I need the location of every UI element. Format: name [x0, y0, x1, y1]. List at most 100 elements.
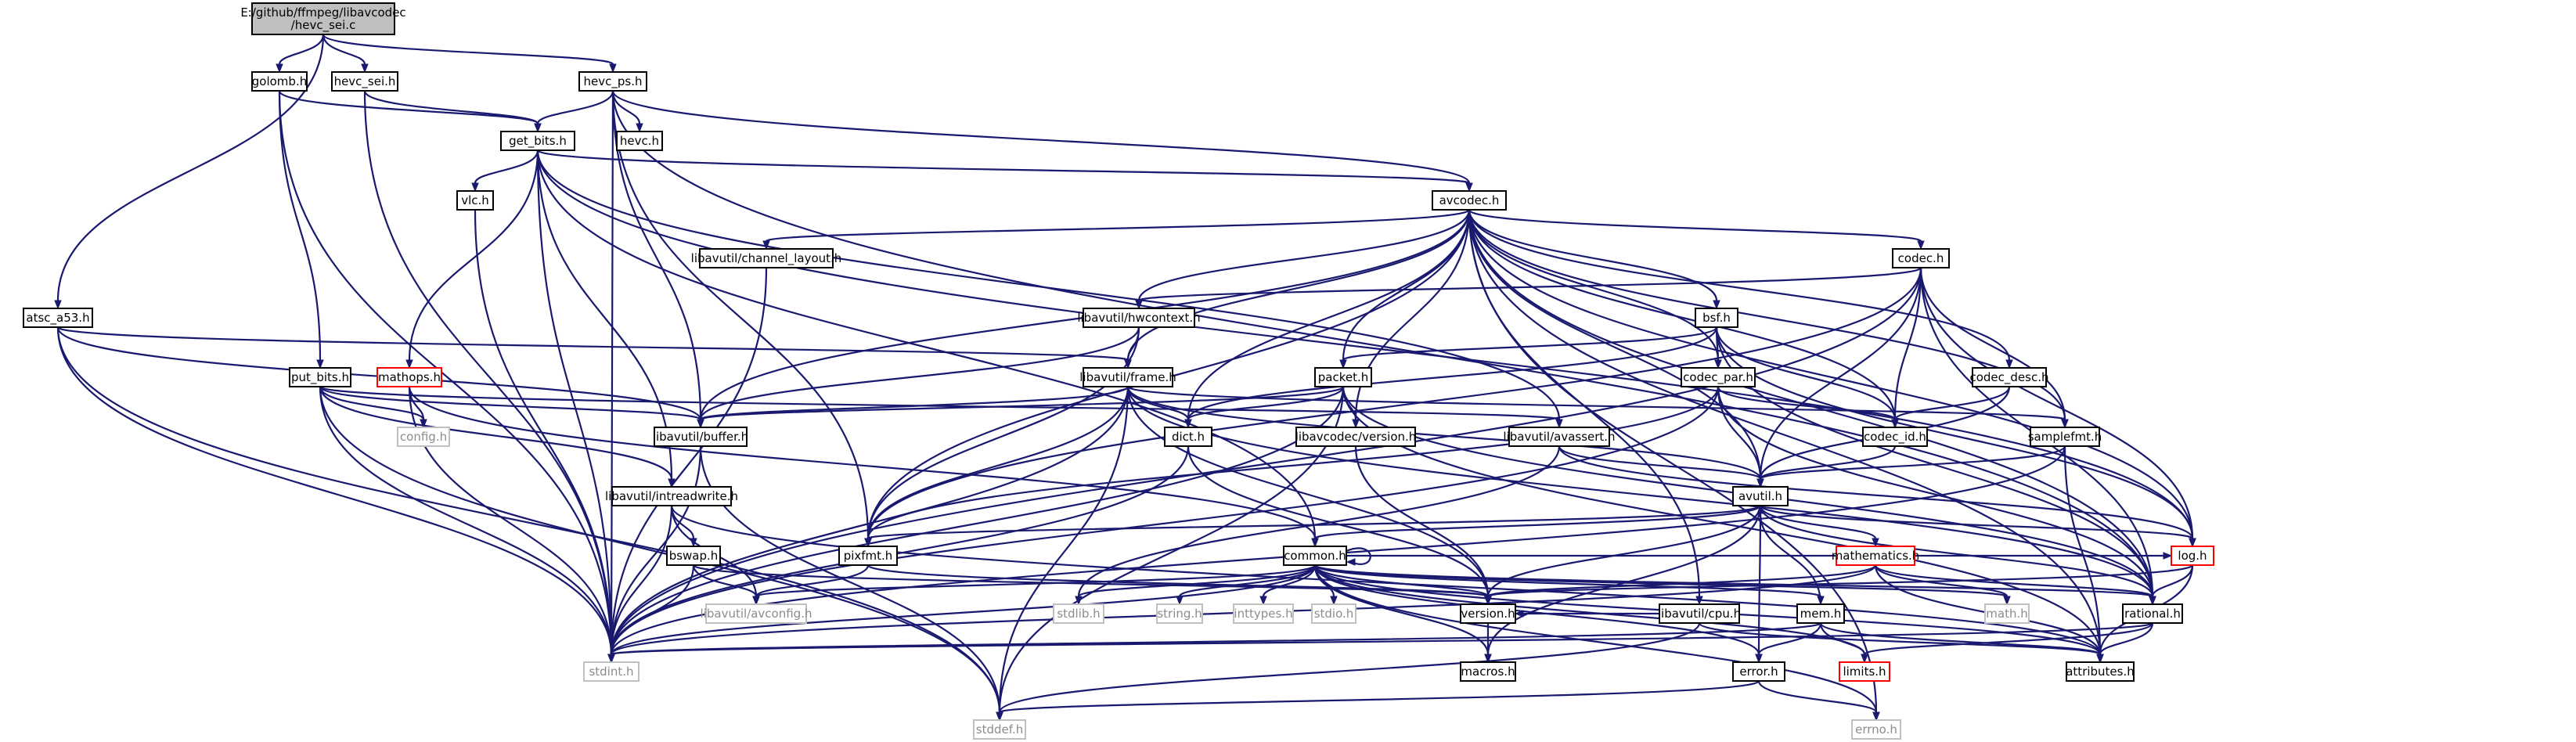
node-box: [1681, 367, 1756, 387]
node-label: hevc.h: [620, 134, 659, 148]
node-get-bits-h[interactable]: get_bits.h: [500, 131, 575, 151]
edge-root-to-atsc_a53: [54, 34, 325, 310]
edge-avutil-to-mathematics: [1759, 505, 1879, 548]
node-stdlib-h[interactable]: stdlib.h: [1053, 603, 1104, 624]
node-codec-desc-h[interactable]: codec_desc.h: [1969, 367, 2049, 387]
node-codec-h[interactable]: codec.h: [1892, 248, 1950, 268]
node-label: errno.h: [1855, 722, 1897, 737]
node-label: bsf.h: [1702, 311, 1731, 325]
node-codec-par-h[interactable]: codec_par.h: [1681, 367, 1756, 387]
edge-avcodec-to-codec_id: [1468, 209, 1899, 429]
node-label: codec_par.h: [1683, 370, 1753, 385]
node-bsf-h[interactable]: bsf.h: [1695, 308, 1738, 328]
node-dict-h[interactable]: dict.h: [1164, 427, 1212, 447]
node-version-h[interactable]: version.h: [1460, 603, 1516, 624]
node-box: [1233, 603, 1294, 624]
edge-common-to-inttypes: [1259, 564, 1317, 606]
node-macros-h[interactable]: macros.h: [1460, 661, 1516, 682]
node-box: [251, 2, 395, 35]
node-attributes-h[interactable]: attributes.h: [2066, 661, 2135, 682]
node-hevc-sei-h[interactable]: hevc_sei.h: [331, 71, 398, 92]
node-samplefmt-h[interactable]: samplefmt.h: [2028, 427, 2102, 447]
node-label: config.h: [400, 430, 447, 444]
edge-version-to-macros: [1484, 623, 1492, 664]
node-box: [705, 603, 807, 624]
edge-rational-to-stdint: [607, 621, 2154, 664]
node-avcodec-h[interactable]: avcodec.h: [1432, 190, 1507, 211]
node-log-h[interactable]: log.h: [2171, 546, 2214, 566]
node-label: error.h: [1739, 665, 1778, 679]
node-label: log.h: [2178, 549, 2207, 563]
node-box: [666, 546, 721, 566]
node-label: /hevc_sei.c: [291, 18, 356, 33]
edge-golomb-to-put_bits: [278, 90, 324, 369]
node-label: macros.h: [1461, 665, 1515, 679]
node-hevc-h[interactable]: hevc.h: [616, 131, 663, 151]
node-bswap-h[interactable]: bswap.h: [666, 546, 721, 566]
node-box: [1083, 308, 1195, 328]
node-box: [1892, 248, 1950, 268]
node-libavutil-channel-layout-h[interactable]: libavutil/channel_layout.h: [691, 248, 842, 268]
node-inttypes-h[interactable]: inttypes.h: [1233, 603, 1294, 624]
node-box: [654, 427, 748, 447]
node-libavutil-avassert-h[interactable]: libavutil/avassert.h: [1503, 427, 1616, 447]
node-put-bits-h[interactable]: put_bits.h: [289, 367, 351, 387]
edge-packet-to-buffer: [697, 385, 1345, 429]
node-errno-h[interactable]: errno.h: [1851, 719, 1901, 740]
node-codec-id-h[interactable]: codec_id.h: [1862, 427, 1928, 447]
node-libavutil-hwcontext-h[interactable]: libavutil/hwcontext.h: [1077, 308, 1201, 328]
edge-frame-to-samplefmt: [1126, 385, 2069, 429]
node-label: pixfmt.h: [844, 549, 893, 563]
node-math-h[interactable]: math.h: [1984, 603, 2030, 624]
node-atsc-a53-h[interactable]: atsc_a53.h: [23, 308, 93, 328]
node-avutil-h[interactable]: avutil.h: [1732, 486, 1789, 506]
node-label: avutil.h: [1738, 489, 1782, 503]
edge-get_bits-to-vlc: [471, 149, 539, 193]
edge-root-to-golomb: [276, 34, 325, 74]
node-mathops-h[interactable]: mathops.h: [376, 367, 442, 387]
node-config-h[interactable]: config.h: [397, 427, 450, 447]
node-stddef-h[interactable]: stddef.h: [973, 719, 1026, 740]
node-string-h[interactable]: string.h: [1156, 603, 1203, 624]
node-label: common.h: [1284, 549, 1346, 563]
node-golomb-h[interactable]: golomb.h: [251, 71, 308, 92]
node-libavcodec-version-h[interactable]: libavcodec/version.h: [1295, 427, 1417, 447]
edge-bsf-to-rational: [1715, 326, 2156, 606]
node-label: libavutil/intreadwrite.h: [605, 489, 738, 503]
node-label: libavutil/cpu.h: [1658, 607, 1741, 621]
edge-put_bits-to-avassert: [319, 385, 1563, 429]
node-label: mem.h: [1800, 607, 1842, 621]
node-libavutil-buffer-h[interactable]: libavutil/buffer.h: [653, 427, 748, 447]
node-pixfmt-h[interactable]: pixfmt.h: [838, 546, 898, 566]
edge-frame-to-stddef: [996, 386, 1129, 722]
edge-avcodec-to-dict: [1184, 209, 1471, 429]
node-e-github-ffmpeg-libavcodec-hevc-sei-c[interactable]: E:/github/ffmpeg/libavcodec/hevc_sei.c: [240, 2, 406, 35]
node-libavutil-intreadwrite-h[interactable]: libavutil/intreadwrite.h: [605, 486, 738, 506]
node-stdio-h[interactable]: stdio.h: [1311, 603, 1356, 624]
node-limits-h[interactable]: limits.h: [1839, 661, 1890, 682]
node-libavutil-avconfig-h[interactable]: libavutil/avconfig.h: [701, 603, 812, 624]
node-libavutil-cpu-h[interactable]: libavutil/cpu.h: [1658, 603, 1741, 624]
edge-error-to-stddef: [996, 679, 1760, 722]
node-box: [1460, 661, 1516, 682]
node-label: get_bits.h: [509, 134, 567, 149]
node-box: [1508, 427, 1610, 447]
node-box: [376, 367, 442, 387]
node-stdint-h[interactable]: stdint.h: [583, 661, 639, 682]
node-box: [611, 486, 732, 506]
node-box: [578, 71, 647, 92]
edge-golomb-to-get_bits: [278, 90, 542, 133]
edge-codec-to-codec_id: [1891, 267, 1922, 429]
node-mem-h[interactable]: mem.h: [1796, 603, 1845, 624]
node-packet-h[interactable]: packet.h: [1314, 367, 1372, 387]
node-hevc-ps-h[interactable]: hevc_ps.h: [578, 71, 647, 92]
node-mathematics-h[interactable]: mathematics.h: [1832, 546, 1920, 566]
node-box: [1659, 603, 1740, 624]
edge-avcodec-to-bsf: [1468, 209, 1720, 310]
node-common-h[interactable]: common.h: [1283, 546, 1347, 566]
node-rational-h[interactable]: rational.h: [2122, 603, 2183, 624]
node-vlc-h[interactable]: vlc.h: [456, 190, 494, 211]
edge-codec-to-hwcontext: [1135, 266, 1922, 310]
node-error-h[interactable]: error.h: [1732, 661, 1785, 682]
node-libavutil-frame-h[interactable]: libavutil/frame.h: [1079, 367, 1176, 387]
